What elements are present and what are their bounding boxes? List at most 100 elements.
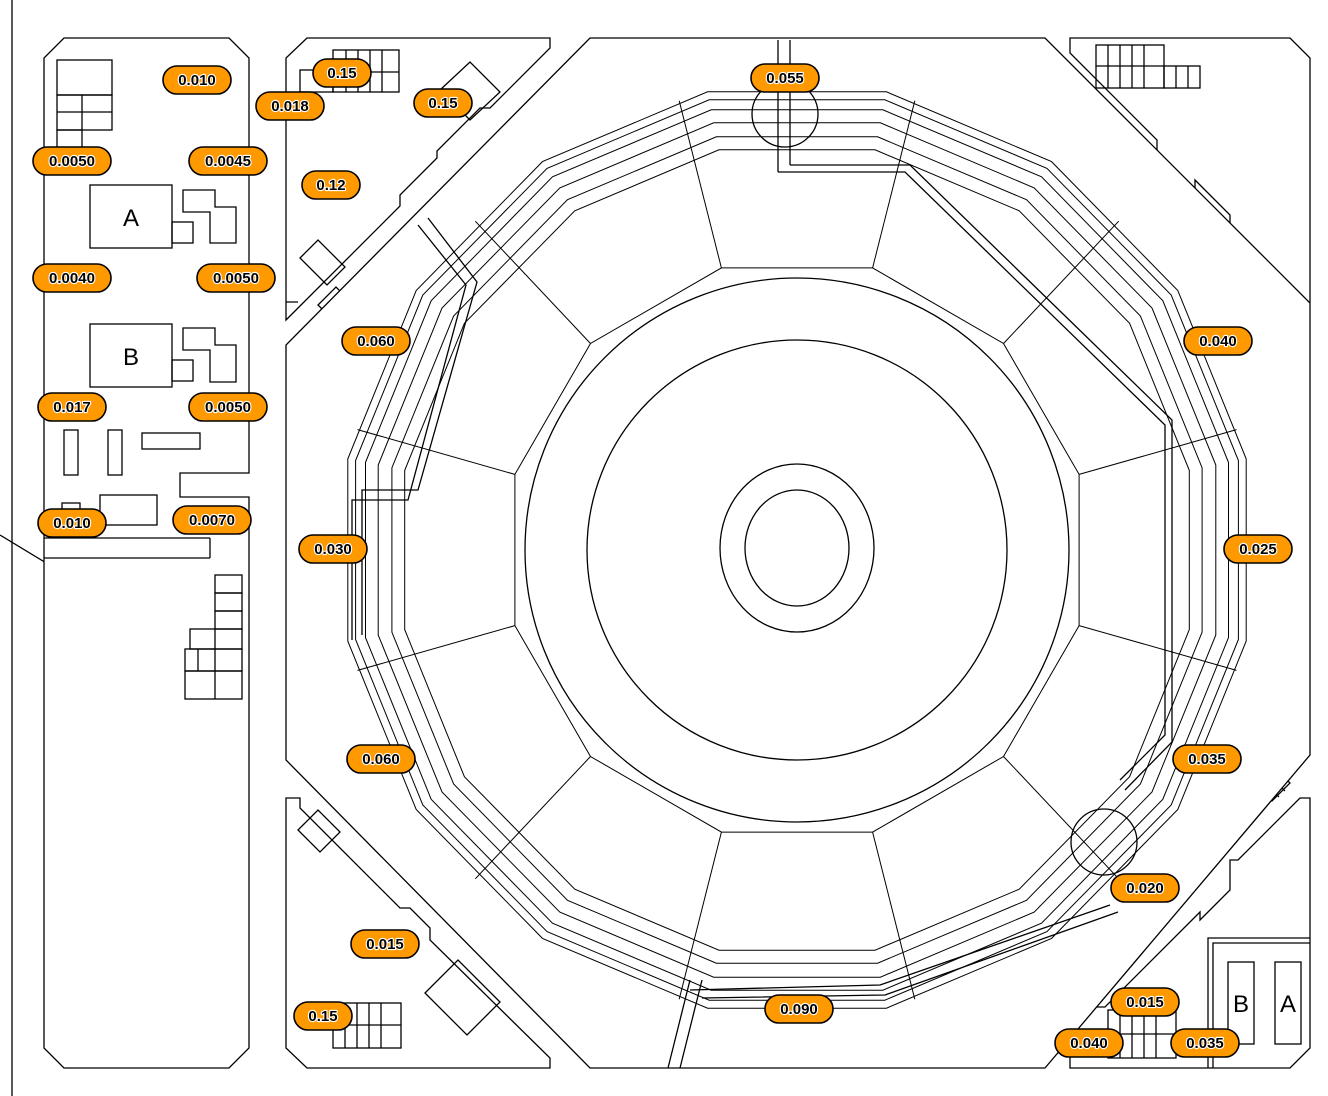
dose-label-text: 0.090 bbox=[780, 1001, 818, 1018]
radial-partition-7 bbox=[474, 220, 591, 344]
dose-label-br-015: 0.015 bbox=[1110, 987, 1180, 1017]
dose-label-pill bbox=[1110, 987, 1180, 1017]
dose-label-text: 0.017 bbox=[53, 399, 91, 416]
room-a-letter: A bbox=[123, 205, 139, 232]
room-br-inner-wall-2 bbox=[1212, 942, 1310, 1068]
radial-partition-2 bbox=[872, 831, 916, 1000]
dose-label-c-090: 0.090 bbox=[764, 994, 834, 1024]
bottom-channel-right bbox=[679, 979, 703, 1069]
room-br-a-box bbox=[1274, 961, 1302, 1045]
fixture-2 bbox=[107, 429, 123, 476]
room-a-step bbox=[182, 189, 237, 244]
dose-label-c-060-bottom: 0.060 bbox=[346, 744, 416, 774]
dose-label-pill bbox=[255, 91, 325, 121]
bottom-channel-route bbox=[689, 904, 1111, 991]
dose-label-pill bbox=[293, 1001, 353, 1031]
dose-label-tl-15-a: 0.15 bbox=[312, 58, 372, 88]
reactor-vessel-inner bbox=[744, 489, 850, 607]
operating-floor-ring bbox=[524, 277, 1070, 823]
room-a-box bbox=[89, 184, 173, 249]
dose-label-l-0070: 0.0070 bbox=[172, 505, 252, 535]
dose-label-text: 0.020 bbox=[1126, 880, 1164, 897]
dose-label-l-0040: 0.0040 bbox=[32, 263, 112, 293]
dose-label-text: 0.055 bbox=[766, 70, 804, 87]
dose-label-l-017: 0.017 bbox=[37, 392, 107, 422]
dose-label-pill bbox=[1183, 326, 1253, 356]
stair-top-right bbox=[1095, 44, 1201, 89]
dose-label-pill bbox=[764, 994, 834, 1024]
dose-label-text: 0.0050 bbox=[205, 399, 251, 416]
dose-label-pill bbox=[350, 929, 420, 959]
ring-1 bbox=[355, 99, 1239, 1001]
room-br-b-letter: B bbox=[1233, 991, 1249, 1018]
radial-partition-6 bbox=[357, 429, 516, 475]
dose-label-pill bbox=[413, 88, 473, 118]
dose-label-c-030: 0.030 bbox=[298, 534, 368, 564]
room-b-box bbox=[89, 323, 173, 388]
piping-route-a bbox=[778, 171, 1166, 781]
dose-label-text: 0.15 bbox=[308, 1008, 337, 1025]
dose-label-pill bbox=[162, 65, 232, 95]
dose-label-pill bbox=[346, 744, 416, 774]
fixture-3 bbox=[141, 432, 201, 450]
bottom-channel-route-2 bbox=[701, 911, 1119, 999]
dose-label-pill bbox=[1054, 1028, 1124, 1058]
dose-label-tl-12: 0.12 bbox=[301, 170, 361, 200]
room-br-a-letter: A bbox=[1280, 991, 1296, 1018]
left-annex: A B bbox=[43, 37, 250, 1069]
dose-label-text: 0.030 bbox=[314, 541, 352, 558]
dose-label-l-010-top: 0.010 bbox=[162, 65, 232, 95]
dose-label-text: 0.0070 bbox=[189, 512, 235, 529]
radial-partition-11 bbox=[1078, 429, 1237, 475]
dose-label-l-010-bottom: 0.010 bbox=[37, 508, 107, 538]
left-annex-outline bbox=[43, 37, 250, 1069]
dose-label-text: 0.035 bbox=[1188, 751, 1226, 768]
room-b-annex bbox=[171, 359, 194, 382]
radial-partition-1 bbox=[1003, 756, 1120, 880]
dose-label-text: 0.035 bbox=[1186, 1035, 1224, 1052]
dose-label-text: 0.0050 bbox=[213, 270, 259, 287]
radial-partitions bbox=[357, 100, 1237, 1000]
dose-label-pill bbox=[188, 392, 268, 422]
dose-label-pill bbox=[37, 392, 107, 422]
dose-label-text: 0.040 bbox=[1070, 1035, 1108, 1052]
containment-building bbox=[285, 37, 1311, 1069]
dose-label-text: 0.018 bbox=[271, 98, 309, 115]
vent-bottom-left bbox=[424, 959, 501, 1036]
dose-label-pill bbox=[341, 326, 411, 356]
dose-label-tl-018: 0.018 bbox=[255, 91, 325, 121]
dose-label-text: 0.12 bbox=[316, 177, 345, 194]
ring-3 bbox=[377, 122, 1217, 978]
room-br-b-box bbox=[1227, 961, 1255, 1045]
door-top-left bbox=[299, 239, 346, 286]
bottom-channel-left bbox=[667, 979, 691, 1069]
dose-label-pill bbox=[172, 505, 252, 535]
dose-label-text: 0.010 bbox=[178, 72, 216, 89]
room-bottom-left-outline bbox=[285, 797, 551, 1069]
stair-annex-bottom bbox=[184, 574, 243, 700]
dose-label-pill bbox=[1172, 744, 1242, 774]
dose-label-pill bbox=[188, 146, 268, 176]
dose-label-br-040: 0.040 bbox=[1054, 1028, 1124, 1058]
dose-label-bl-015: 0.015 bbox=[350, 929, 420, 959]
room-b-step bbox=[182, 327, 237, 383]
dose-label-text: 0.15 bbox=[428, 95, 457, 112]
ring-5 bbox=[404, 149, 1190, 951]
room-top-left-outline bbox=[285, 37, 551, 322]
dose-label-c-040: 0.040 bbox=[1183, 326, 1253, 356]
dose-label-tl-15-b: 0.15 bbox=[413, 88, 473, 118]
dose-label-pill bbox=[32, 263, 112, 293]
dose-label-l-0050-a: 0.0050 bbox=[32, 146, 112, 176]
dose-label-l-0050-c: 0.0050 bbox=[188, 392, 268, 422]
dose-label-pill bbox=[1170, 1028, 1240, 1058]
fixture-4 bbox=[99, 494, 158, 526]
dose-label-c-055: 0.055 bbox=[750, 63, 820, 93]
dose-label-text: 0.025 bbox=[1239, 541, 1277, 558]
dose-label-l-0045: 0.0045 bbox=[188, 146, 268, 176]
ring-4 bbox=[391, 136, 1203, 964]
dose-label-l-0050-b: 0.0050 bbox=[196, 263, 276, 293]
radial-partition-4 bbox=[474, 756, 591, 880]
dose-label-pill bbox=[32, 146, 112, 176]
dose-label-pill bbox=[1223, 534, 1293, 564]
